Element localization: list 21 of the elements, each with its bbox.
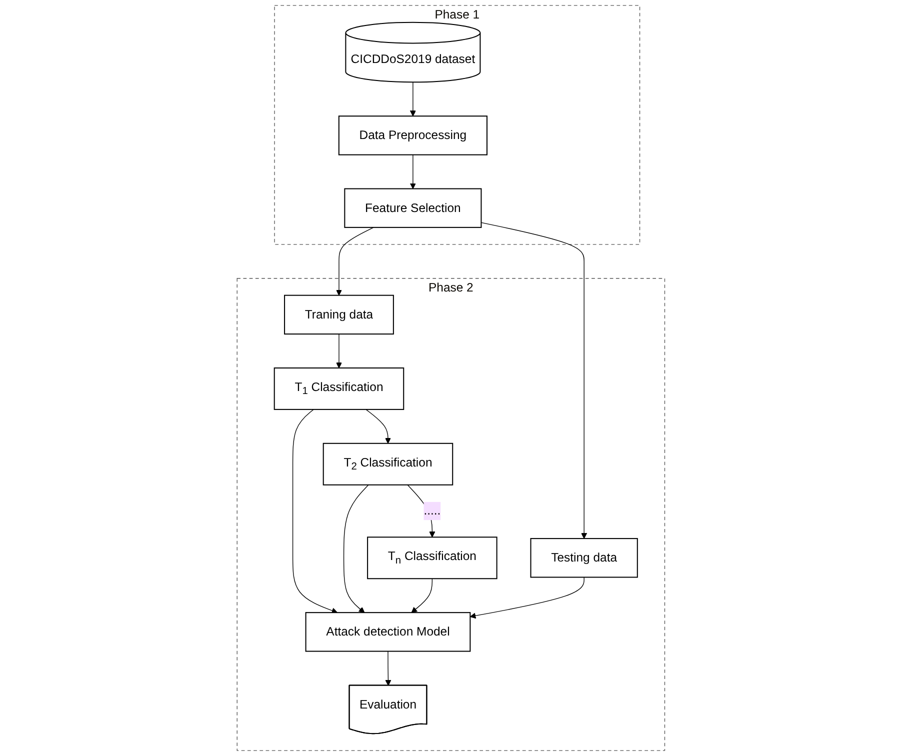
node-box: T$_{2}$ Classification [322, 442, 453, 486]
arrow [480, 222, 587, 539]
node-box: Testing data [530, 538, 638, 578]
arrow [343, 484, 368, 613]
node-box: Attack detection Model [304, 612, 470, 652]
arrow [384, 650, 391, 686]
node-box: Data Preprocessing [338, 116, 488, 156]
arrow [410, 82, 416, 116]
arrow [406, 484, 435, 538]
arrow [336, 227, 374, 296]
arrow [292, 409, 338, 614]
node-box: Feature Selection [344, 188, 482, 228]
arrow [410, 578, 432, 613]
arrow [469, 576, 584, 619]
node-box: T$_{1}$ Classification [273, 367, 404, 410]
node-box: T$_{n}$ Classification [366, 536, 497, 580]
arrow [336, 334, 342, 368]
arrow [365, 409, 391, 444]
edge-label: ..... [423, 504, 440, 518]
node-box: Traning data [284, 294, 394, 335]
arrow [410, 154, 416, 189]
